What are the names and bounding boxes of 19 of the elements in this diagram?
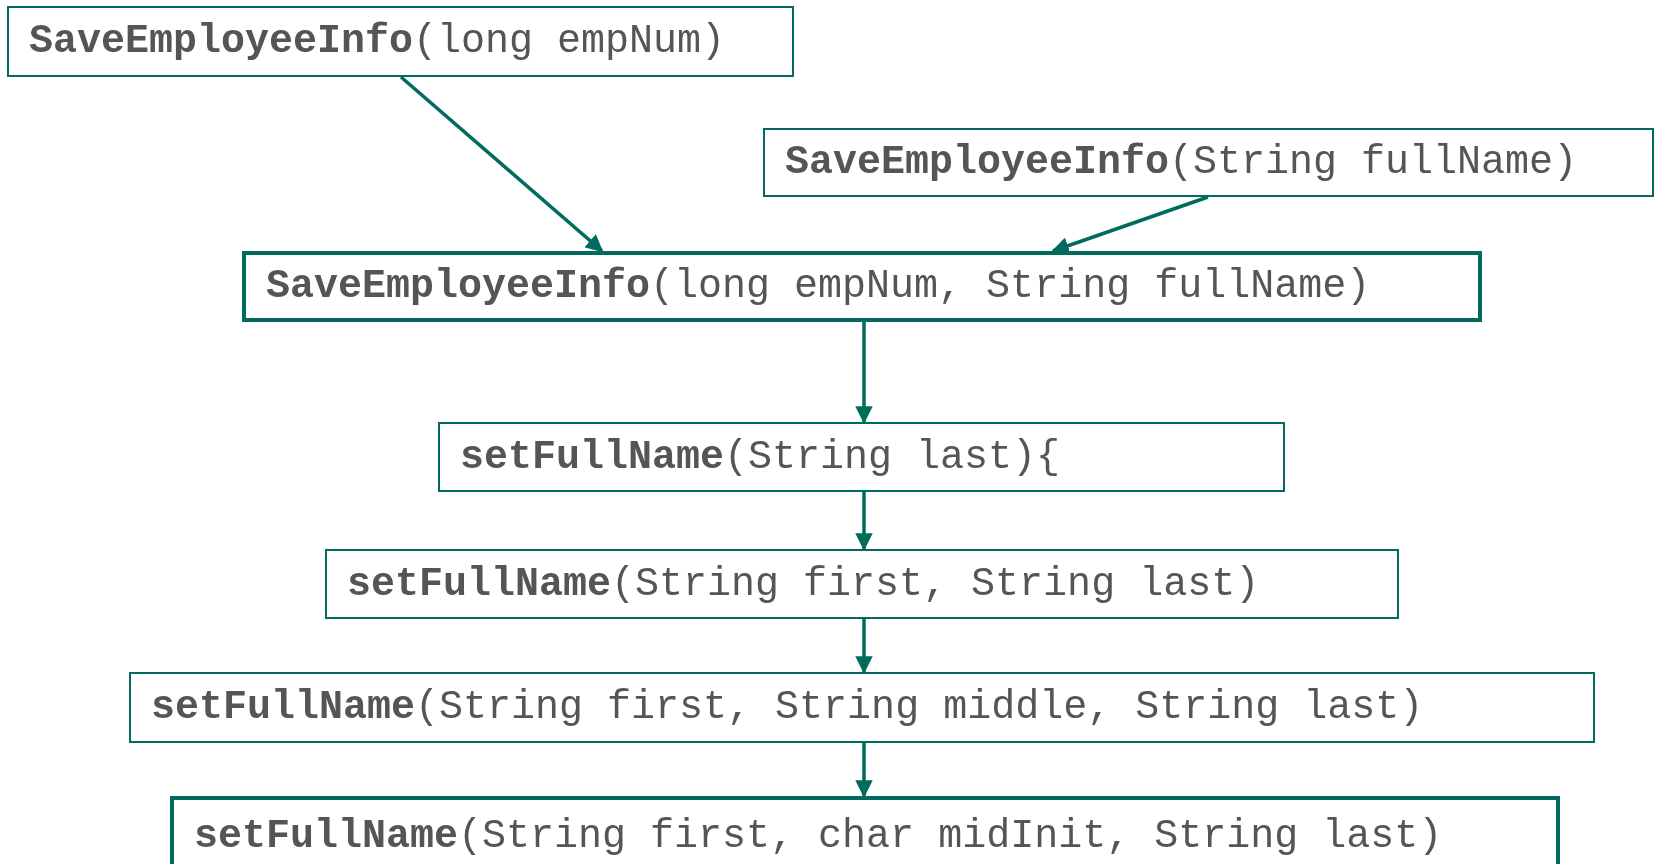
method-signature: SaveEmployeeInfo(long empNum)	[28, 19, 726, 64]
method-signature: SaveEmployeeInfo(long empNum, String fullName)	[265, 264, 1371, 309]
arrow	[855, 322, 873, 424]
method-signature: setFullName(String last){	[459, 434, 1061, 480]
method-box	[325, 549, 1399, 619]
method-box	[763, 128, 1654, 197]
method-box	[438, 422, 1285, 492]
arrow	[399, 75, 604, 253]
arrow	[855, 743, 873, 798]
method-box	[242, 251, 1482, 322]
method-signature: SaveEmployeeInfo(String fullName)	[784, 140, 1578, 185]
method-box	[7, 6, 794, 77]
method-box	[129, 672, 1595, 743]
method-signature: setFullName(String first, char midInit, String last)	[193, 813, 1443, 859]
method-signature: setFullName(String first, String middle, String last)	[150, 685, 1424, 730]
arrow	[855, 492, 873, 551]
method-signature: setFullName(String first, String last)	[346, 561, 1260, 607]
arrow	[855, 619, 873, 674]
method-box	[170, 796, 1560, 864]
